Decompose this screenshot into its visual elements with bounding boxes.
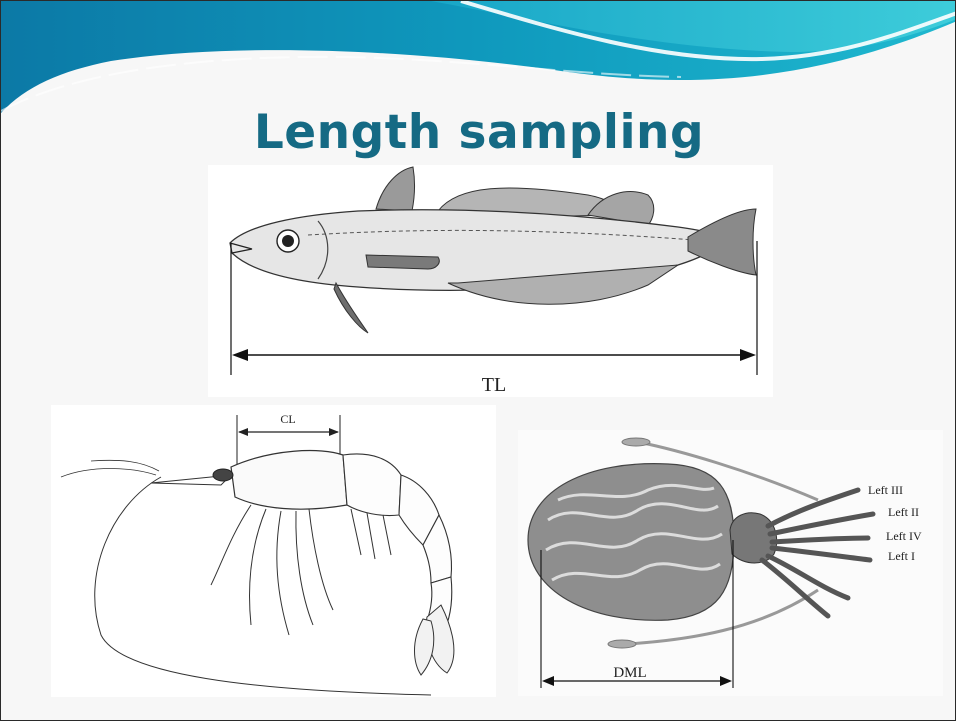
arm-label-left-ii: Left II xyxy=(888,505,919,519)
cl-label: CL xyxy=(280,412,295,426)
tl-label: TL xyxy=(482,374,506,396)
fish-illustration: TL xyxy=(208,165,773,397)
cuttlefish-illustration: Left III Left II Left IV Left I DML xyxy=(518,430,943,696)
dml-label: DML xyxy=(613,665,646,681)
slide-title: Length sampling xyxy=(1,105,956,160)
shrimp-figure: CL xyxy=(51,405,496,697)
arm-label-left-i: Left I xyxy=(888,549,915,563)
arm-label-left-iv: Left IV xyxy=(886,529,922,543)
shrimp-illustration: CL xyxy=(51,405,496,697)
header-wave-decoration xyxy=(1,1,956,121)
arm-label-left-iii: Left III xyxy=(868,483,903,497)
cuttlefish-figure: Left III Left II Left IV Left I DML xyxy=(518,430,943,696)
fish-figure: TL xyxy=(208,165,773,397)
